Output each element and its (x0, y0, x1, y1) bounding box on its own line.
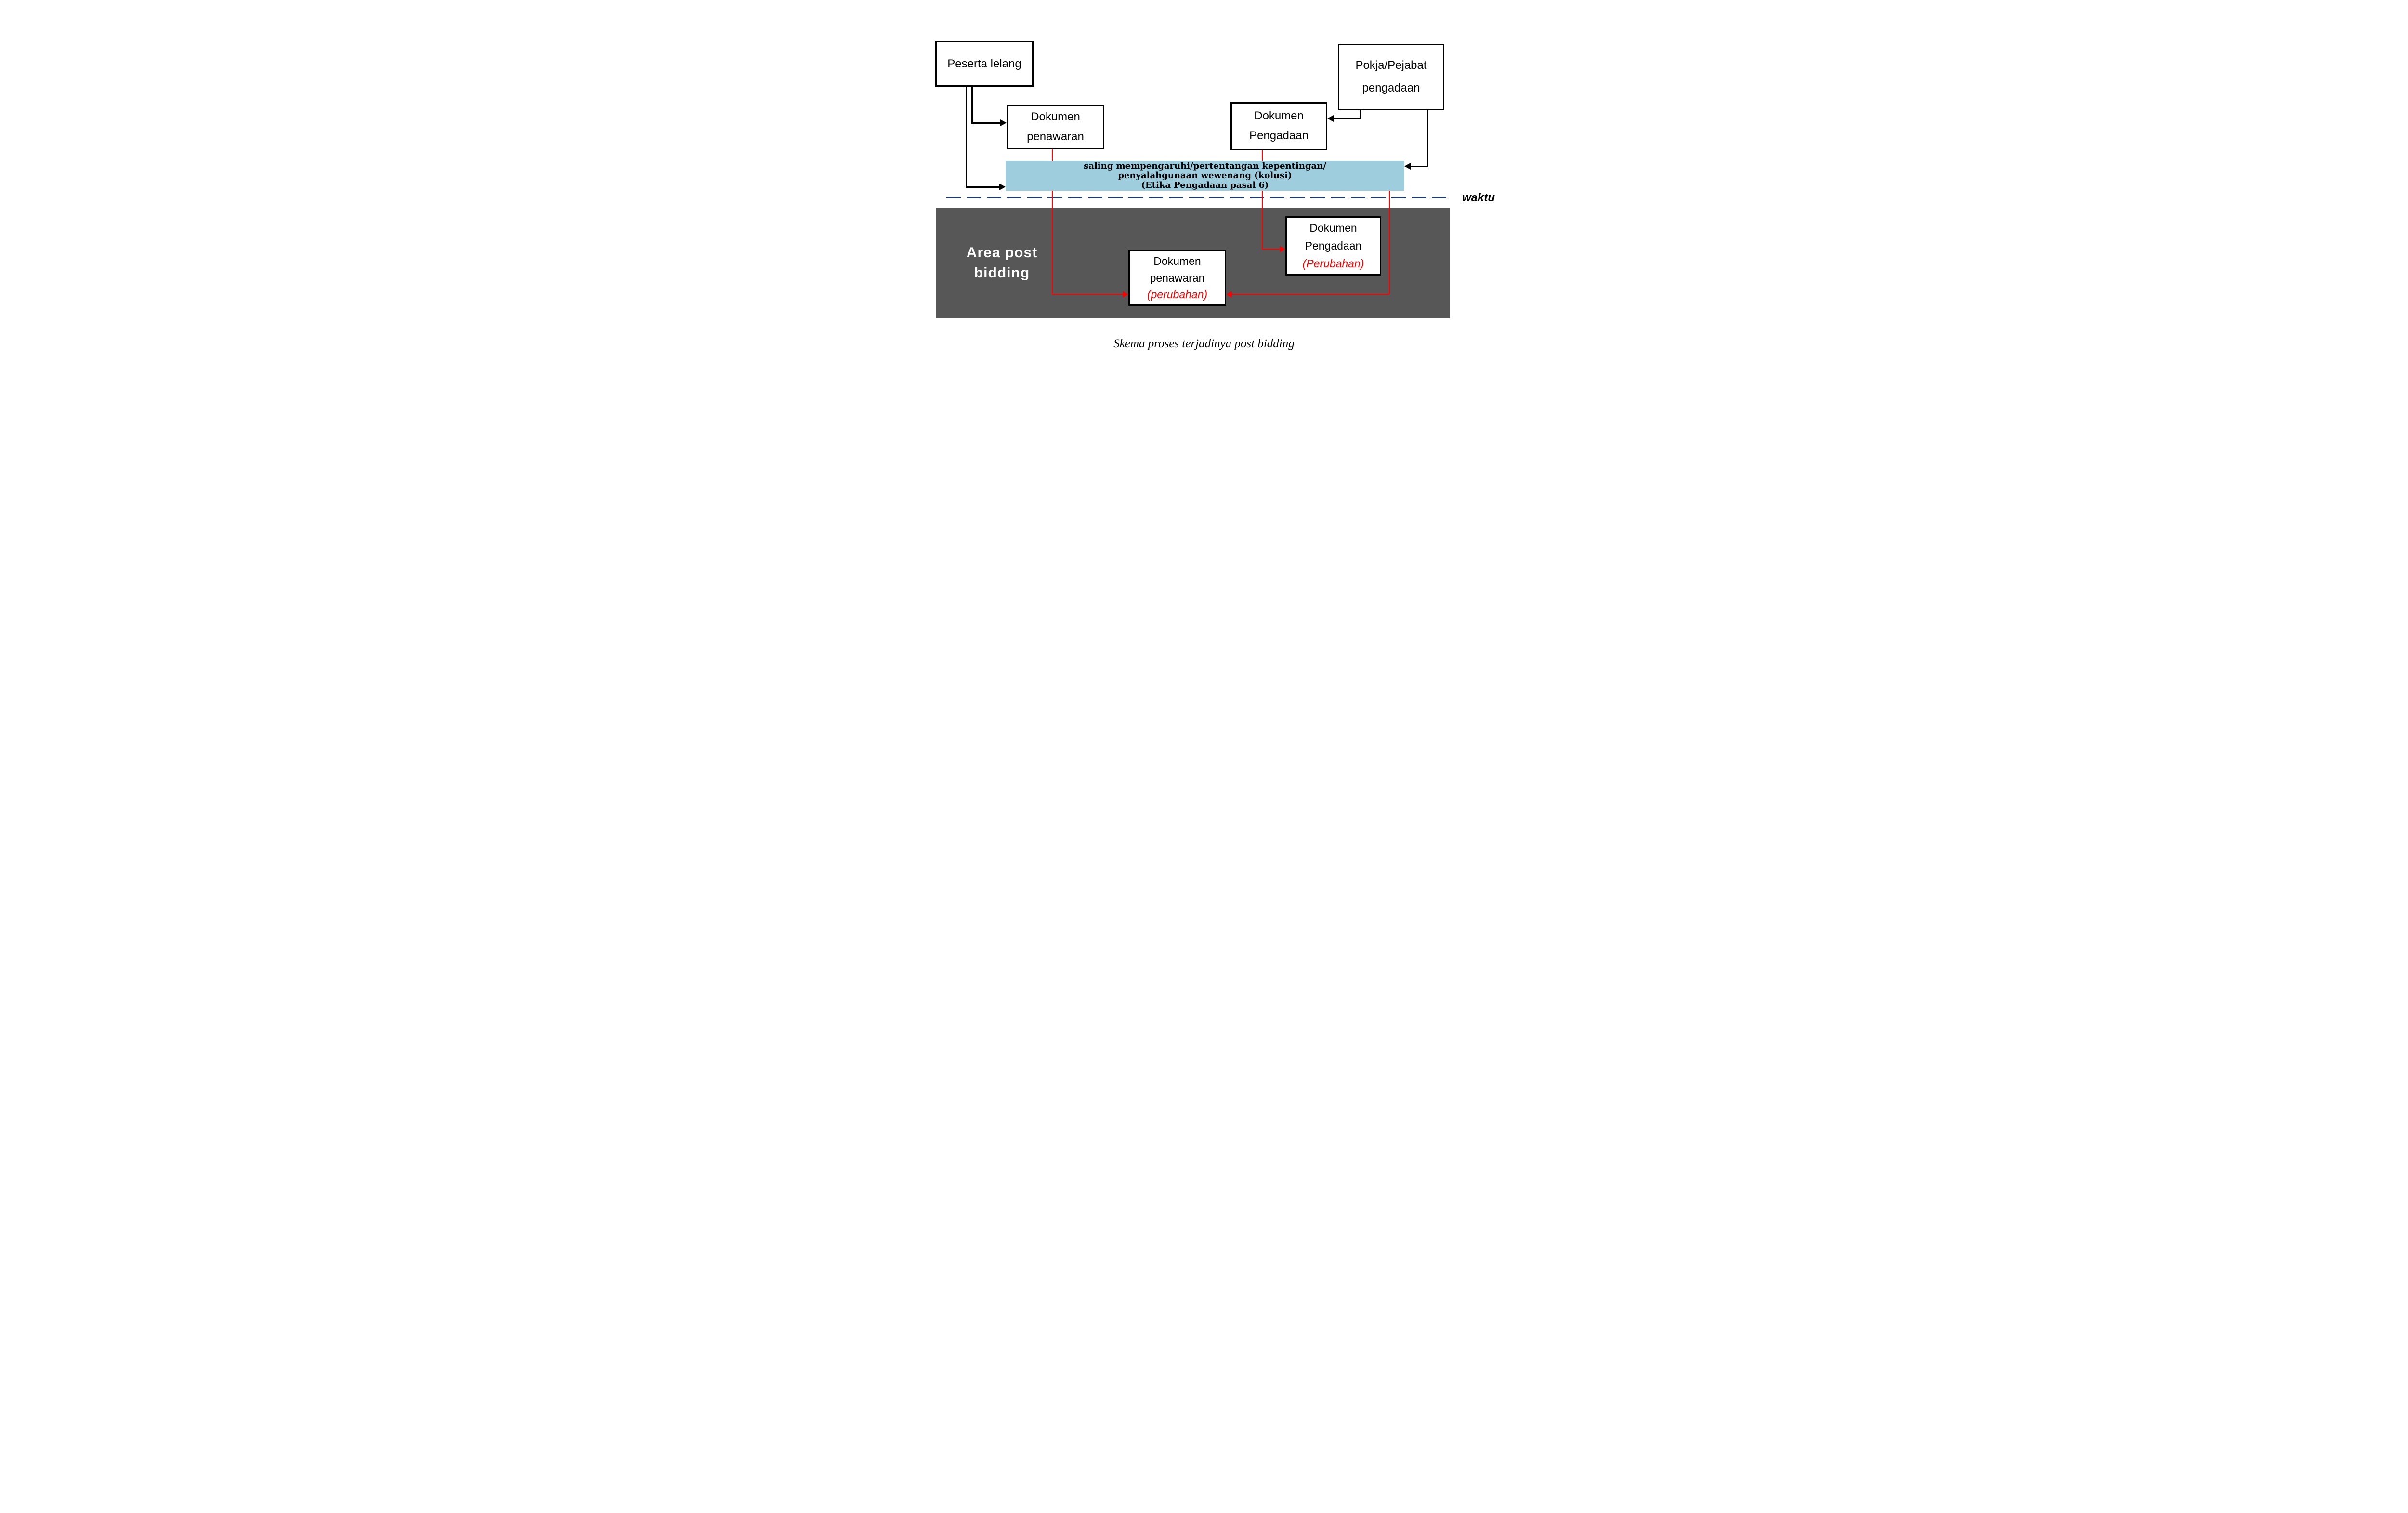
area-label-line3: bidding (974, 265, 1030, 281)
connector-penawaran-to-perubahan-vertical (1052, 149, 1053, 295)
box-dokumen-pengadaan: Dokumen Pengadaan (1230, 102, 1327, 150)
timeline-dashed-line (946, 197, 1446, 198)
box-dokumen-pengadaan-line1: Dokumen (1254, 109, 1304, 123)
box-peserta-lelang: Peserta lelang (935, 41, 1034, 87)
box-pokja-label-line1: Pokja/Pejabat (1355, 59, 1427, 72)
box-dokumen-pengadaan-perubahan: Dokumen Pengadaan (Perubahan) (1285, 216, 1381, 276)
connector-pengadaan-to-perubahan-vertical (1262, 150, 1263, 250)
connector-peserta-to-kolusi-horizontal (966, 186, 1000, 188)
connector-penawaran-to-perubahan-horizontal (1052, 294, 1123, 295)
post-bidding-diagram: Peserta lelang Pokja/Pejabat pengadaan D… (900, 0, 1508, 378)
box-dokumen-penawaran-perubahan-line2: penawaran (1150, 271, 1205, 284)
timeline-label: waktu (1462, 191, 1495, 204)
connector-kolusi-to-perubahan-horizontal (1232, 294, 1389, 295)
connector-peserta-to-kolusi-vertical (966, 87, 967, 187)
area-post-bidding-label: Area post bidding (962, 243, 1042, 283)
band-kolusi-line1: saling mempengaruhi/pertentangan kepenti… (1084, 160, 1326, 171)
box-dokumen-pengadaan-perubahan-line1: Dokumen (1309, 222, 1357, 235)
arrowhead-penawaran-to-perubahan (1123, 291, 1128, 298)
connector-pokja-to-pengadaan-vertical (1360, 110, 1361, 119)
box-pokja-pejabat-pengadaan: Pokja/Pejabat pengadaan (1338, 44, 1444, 110)
arrowhead-kolusi-to-perubahan (1226, 291, 1232, 298)
box-dokumen-pengadaan-perubahan-highlight: (Perubahan) (1302, 257, 1364, 270)
connector-pokja-to-kolusi-horizontal (1410, 166, 1428, 167)
connector-peserta-to-penawaran-vertical (971, 87, 973, 123)
arrowhead-peserta-to-penawaran (1000, 119, 1007, 126)
connector-pengadaan-to-perubahan-horizontal (1262, 249, 1280, 250)
box-dokumen-penawaran-line2: penawaran (1027, 130, 1084, 143)
diagram-caption: Skema proses terjadinya post bidding (1113, 337, 1295, 350)
box-dokumen-penawaran-perubahan-highlight: (perubahan) (1147, 288, 1208, 301)
connector-peserta-to-penawaran-horizontal (971, 122, 1000, 124)
band-kolusi: saling mempengaruhi/pertentangan kepenti… (1006, 161, 1404, 191)
connector-pokja-to-pengadaan-horizontal (1333, 118, 1361, 119)
arrowhead-pengadaan-to-perubahan (1280, 246, 1285, 252)
area-label-line2: post (1005, 245, 1038, 261)
arrowhead-pokja-to-kolusi (1404, 163, 1411, 170)
arrowhead-peserta-to-kolusi (999, 184, 1006, 190)
connector-pokja-to-kolusi-vertical (1427, 110, 1428, 167)
box-dokumen-pengadaan-line2: Pengadaan (1249, 129, 1309, 142)
area-label-line1: Area (966, 245, 1001, 261)
box-dokumen-penawaran-line1: Dokumen (1031, 110, 1080, 123)
band-kolusi-line3: (Etika Pengadaan pasal 6) (1141, 180, 1269, 191)
band-kolusi-line2: penyalahgunaan wewenang (kolusi) (1118, 170, 1292, 181)
arrowhead-pokja-to-pengadaan (1327, 115, 1334, 122)
connector-kolusi-to-perubahan-vertical (1389, 191, 1390, 294)
box-dokumen-penawaran-perubahan: Dokumen penawaran (perubahan) (1128, 250, 1226, 306)
box-dokumen-pengadaan-perubahan-line2: Pengadaan (1305, 239, 1362, 252)
box-dokumen-penawaran-perubahan-line1: Dokumen (1153, 255, 1201, 268)
box-dokumen-penawaran: Dokumen penawaran (1007, 105, 1104, 149)
box-peserta-label: Peserta lelang (947, 57, 1021, 70)
box-pokja-label-line2: pengadaan (1362, 81, 1420, 94)
